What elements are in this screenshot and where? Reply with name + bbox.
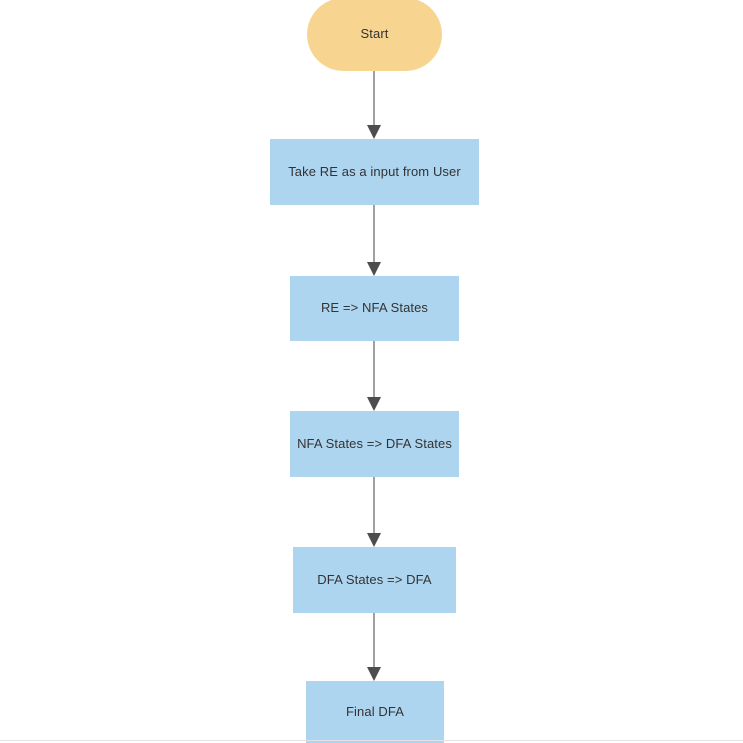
edge-start-to-take-re-input [367, 71, 381, 139]
node-re-to-nfa[interactable]: RE => NFA States [290, 276, 459, 341]
node-final-dfa[interactable]: Final DFA [306, 681, 444, 743]
node-take-re-input-label: Take RE as a input from User [288, 163, 461, 179]
edge-dfa-states-to-dfa-to-final-dfa [367, 613, 381, 681]
node-final-dfa-label: Final DFA [346, 703, 404, 719]
node-dfa-states-to-dfa-label: DFA States => DFA [317, 571, 432, 587]
node-re-to-nfa-label: RE => NFA States [320, 300, 429, 316]
node-start[interactable]: Start [307, 0, 442, 71]
edge-re-to-nfa-to-nfa-to-dfa-states [367, 341, 381, 411]
node-nfa-to-dfa-states[interactable]: NFA States => DFA States [290, 411, 459, 477]
node-start-label: Start [360, 26, 389, 42]
bottom-divider [0, 740, 743, 741]
node-nfa-to-dfa-states-label: NFA States => DFA States [297, 435, 452, 451]
edge-take-re-input-to-re-to-nfa [367, 205, 381, 276]
edge-nfa-to-dfa-states-to-dfa-states-to-dfa [367, 477, 381, 547]
node-take-re-input[interactable]: Take RE as a input from User [270, 139, 479, 205]
node-dfa-states-to-dfa[interactable]: DFA States => DFA [293, 547, 456, 613]
